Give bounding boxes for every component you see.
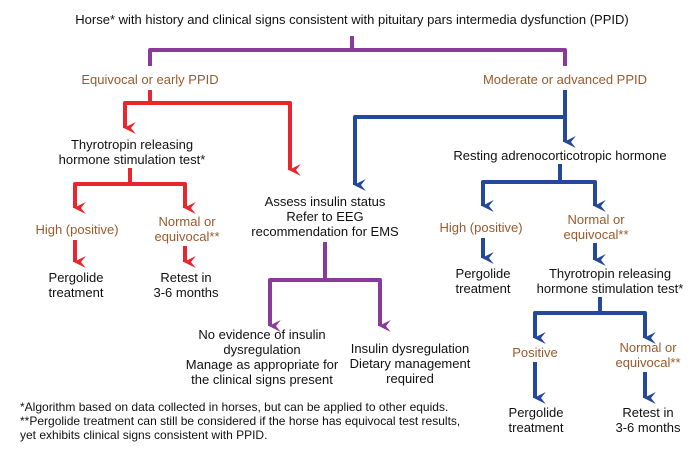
acth-node: Resting adrenocorticotropic hormone (453, 148, 667, 163)
footnote-2: **Pergolide treatment can still be consi… (20, 414, 461, 428)
trh-test-right: Thyrotropin releasing hormone stimulatio… (536, 266, 684, 296)
root-split-connector (148, 36, 567, 66)
root-node: Horse* with history and clinical signs c… (75, 12, 629, 27)
left-high-label: High (positive) (35, 222, 119, 237)
acth-normal-label: Normal or equivocal** (563, 212, 629, 242)
footnote-3: yet exhibits clinical signs consistent w… (20, 428, 268, 442)
trh-right-split-connector (533, 297, 647, 338)
moderate-split-connector (353, 90, 567, 185)
equivocal-early-label: Equivocal or early PPID (81, 72, 219, 87)
left-retest-node: Retest in 3-6 months (153, 270, 219, 300)
acth-split-connector (481, 164, 597, 206)
left-pergolide-node: Pergolide treatment (48, 270, 104, 300)
left-normal-label: Normal or equivocal** (154, 214, 220, 244)
right-positive-label: Positive (512, 345, 558, 360)
trh-left-split-connector (73, 168, 187, 208)
moderate-advanced-label: Moderate or advanced PPID (482, 72, 648, 87)
insulin-dysregulation-node: Insulin dysregulation Dietary management… (349, 341, 471, 386)
acth-high-label: High (positive) (439, 220, 523, 235)
assess-insulin-node: Assess insulin status Refer to EEG recom… (251, 194, 399, 239)
insulin-split-connector (268, 242, 382, 326)
right-retest-node: Retest in 3-6 months (615, 405, 681, 435)
footnote-1: *Algorithm based on data collected in ho… (20, 400, 449, 414)
trh-test-left: Thyrotropin releasing hormone stimulatio… (58, 137, 206, 167)
no-insulin-dysregulation-node: No evidence of insulin dysregulation Man… (185, 327, 339, 387)
right-normal-label: Normal or equivocal** (615, 340, 681, 370)
right-pergolide-node: Pergolide treatment (508, 405, 564, 435)
mid-pergolide-node: Pergolide treatment (455, 266, 511, 296)
equivocal-split-connector (123, 90, 292, 170)
